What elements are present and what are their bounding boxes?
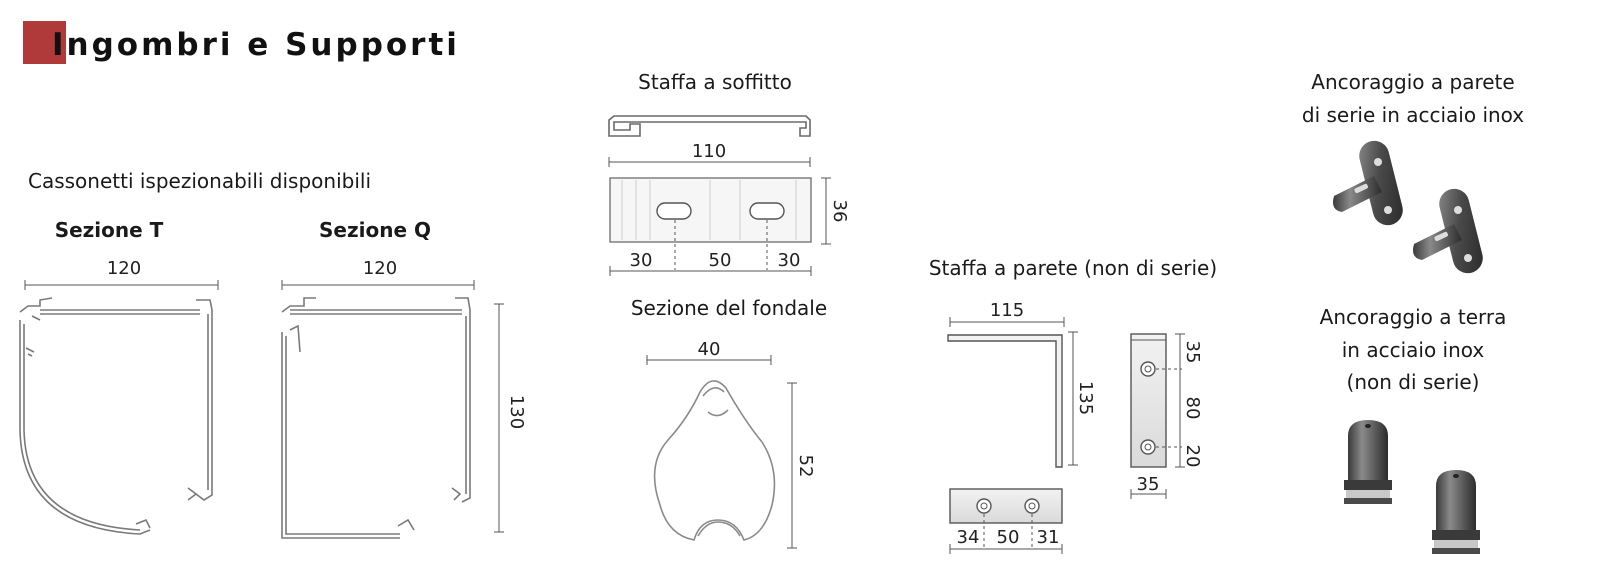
ancoraggio-parete-illustration	[1333, 140, 1483, 274]
staffa-parete-plate-width-label: 35	[1137, 474, 1160, 495]
staffa-parete-base	[949, 488, 1063, 554]
staffa-soffitto-height-label: 36	[829, 200, 850, 223]
staffa-parete-arm-length-label: 115	[990, 300, 1024, 321]
sezione-q-drawing	[281, 280, 475, 539]
ancoraggio-terra-illustration	[1344, 420, 1480, 554]
staffa-soffitto-length-dim	[608, 157, 811, 167]
ancoraggio-parete-line1: Ancoraggio a parete	[1311, 70, 1515, 94]
sezione-t-width-label: 120	[107, 258, 141, 279]
sezione-t-drawing	[19, 280, 219, 535]
staffa-soffitto-seg-left: 30	[630, 250, 653, 271]
ancoraggio-terra-line3: (non di serie)	[1346, 370, 1480, 394]
sezione-t-label: Sezione T	[54, 218, 164, 242]
staffa-parete-arm	[947, 317, 1078, 468]
fondale-height-label: 52	[795, 455, 816, 478]
staffa-soffitto-seg-right: 30	[778, 250, 801, 271]
fondale-width-dim	[646, 355, 772, 365]
sezione-q-height-dim	[494, 303, 504, 533]
staffa-parete-arm-height-label: 135	[1075, 381, 1096, 415]
staffa-parete-plate-top-label: 35	[1182, 341, 1203, 364]
page-title: Ingombri e Supporti	[52, 27, 460, 63]
sezione-q-height-label: 130	[506, 395, 527, 429]
staffa-parete-base-left-label: 34	[957, 527, 980, 548]
staffa-parete-base-mid-label: 50	[997, 527, 1020, 548]
staffa-soffitto-length-label: 110	[692, 141, 726, 162]
title-accent-square	[23, 21, 66, 64]
fondale-title: Sezione del fondale	[630, 296, 828, 320]
sezione-q-width-label: 120	[363, 258, 397, 279]
staffa-parete-plate	[1130, 333, 1185, 499]
staffa-parete-title: Staffa a parete (non di serie)	[928, 256, 1218, 280]
cassonetti-heading: Cassonetti ispezionabili disponibili	[28, 169, 371, 193]
fondale-height-dim	[787, 382, 797, 549]
staffa-soffitto-title: Staffa a soffitto	[638, 70, 792, 94]
ancoraggio-parete-line2: di serie in acciaio inox	[1301, 103, 1525, 127]
staffa-soffitto-plan	[609, 177, 831, 276]
fondale-width-label: 40	[698, 339, 721, 360]
ancoraggio-terra-line2: in acciaio inox	[1341, 338, 1485, 362]
staffa-soffitto-seg-mid: 50	[709, 250, 732, 271]
fondale-profile	[653, 380, 776, 541]
staffa-parete-base-right-label: 31	[1037, 527, 1060, 548]
staffa-parete-plate-mid-label: 80	[1182, 397, 1203, 420]
ancoraggio-terra-line1: Ancoraggio a terra	[1319, 305, 1507, 329]
sezione-q-label: Sezione Q	[319, 218, 431, 242]
staffa-parete-plate-bottom-label: 20	[1182, 445, 1203, 468]
staffa-soffitto-profile	[608, 115, 811, 137]
